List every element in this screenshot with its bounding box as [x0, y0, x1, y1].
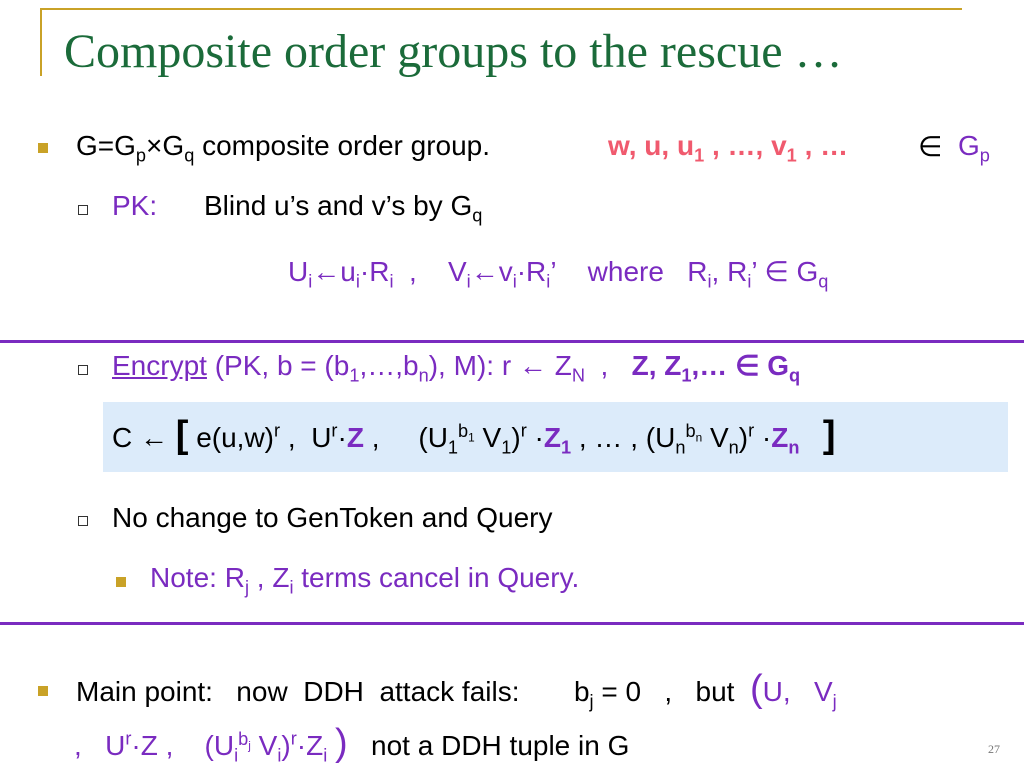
no-change-text: No change to GenToken and Query — [112, 502, 553, 533]
slide-title: Composite order groups to the rescue … — [64, 25, 843, 78]
divider-top — [0, 340, 1024, 343]
pk-formula: Ui←ui·Ri , Vi←vi·Ri’ where Ri, Ri’ ∈ Gq — [288, 256, 829, 292]
group-gp: Gp — [958, 130, 990, 166]
encrypt-line: Encrypt (PK, b = (b1,…,bn), M): r ← ZN ,… — [112, 350, 801, 386]
bullet-square-icon — [38, 686, 48, 696]
bullet-elements-list: w, u, u1 , …, v1 , … — [608, 130, 849, 166]
main-point-line1: Main point: now DDH attack fails: bj = 0… — [76, 668, 837, 712]
ciphertext-formula: C ← [ e(u,w)r , Ur·Z , (U1b1 V1)r ·Z1 , … — [112, 414, 836, 458]
sub-bullet-icon — [78, 516, 88, 526]
sub-bullet-icon — [78, 205, 88, 215]
pk-text: Blind u’s and v’s by Gq — [204, 190, 483, 226]
bullet-square-icon — [38, 143, 48, 153]
ciphertext-box — [103, 402, 1008, 472]
divider-bottom — [0, 622, 1024, 625]
title-rule-vertical — [40, 8, 42, 76]
slide-number: 27 — [988, 742, 1000, 756]
sub-bullet-icon — [78, 365, 88, 375]
bullet-square-icon — [116, 577, 126, 587]
element-of-symbol: ∈ — [918, 131, 943, 162]
pk-label: PK: — [112, 190, 158, 221]
note-text: Note: Rj , Zi terms cancel in Query. — [150, 562, 580, 598]
main-point-line2: , Ur·Z , (Uibj Vi)r·Zi ) not a DDH tuple… — [74, 722, 630, 766]
title-rule-horizontal — [40, 8, 962, 10]
bullet-group-definition: G=Gp×Gq composite order group. — [76, 130, 491, 166]
